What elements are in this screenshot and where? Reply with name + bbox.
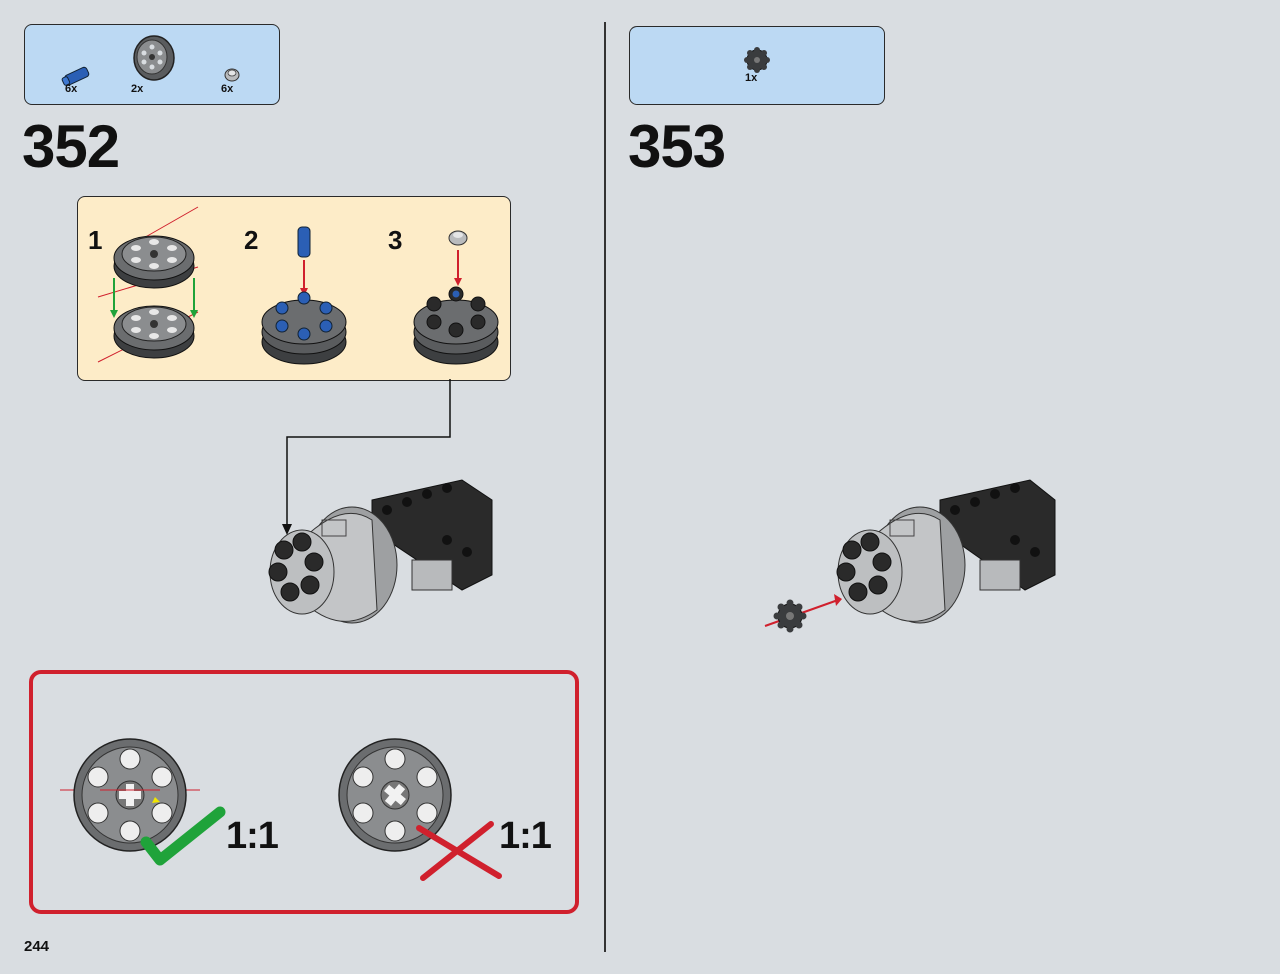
wheel-icon: [113, 235, 195, 289]
step-number-352: 352: [22, 113, 120, 180]
gear-icon: [773, 599, 807, 633]
page-divider: [604, 22, 606, 952]
alignment-warning-box: [29, 670, 579, 914]
check-mark-icon: [140, 806, 226, 866]
wheel-incorrect-alignment: [338, 738, 452, 852]
page-number: 244: [24, 938, 50, 955]
main-assembly-353: [764, 479, 1056, 633]
parts-list-353: 1x: [629, 26, 885, 105]
gear-icon: [744, 47, 770, 73]
studs-insertion-illustration: [413, 230, 499, 365]
sub-step-3: 3: [388, 225, 403, 255]
part-qty: 6x: [65, 83, 78, 95]
part-qty: 6x: [221, 83, 234, 95]
ratio-correct: 1:1: [226, 815, 279, 857]
step-number-353: 353: [628, 113, 726, 180]
wheel-icon: [133, 35, 175, 81]
wheel-correct-alignment: [60, 738, 200, 852]
main-assembly-352: [268, 479, 493, 624]
pins-insertion-illustration: [261, 226, 347, 365]
callout-line: [282, 379, 451, 535]
wheel-icon: [113, 305, 195, 359]
part-qty: 1x: [745, 72, 758, 84]
cross-mark-icon: [416, 821, 502, 881]
ratio-incorrect: 1:1: [499, 815, 552, 857]
sub-assembly-box: 1 2 3: [77, 196, 511, 381]
sub-step-2: 2: [244, 225, 259, 255]
part-qty: 2x: [131, 83, 144, 95]
round-stud-icon: [224, 68, 240, 82]
wheels-stacking-illustration: [97, 206, 199, 363]
sub-step-1: 1: [88, 225, 103, 255]
parts-list-352: 6x 2x 6x: [24, 24, 280, 105]
blue-pin-icon: [61, 66, 90, 86]
